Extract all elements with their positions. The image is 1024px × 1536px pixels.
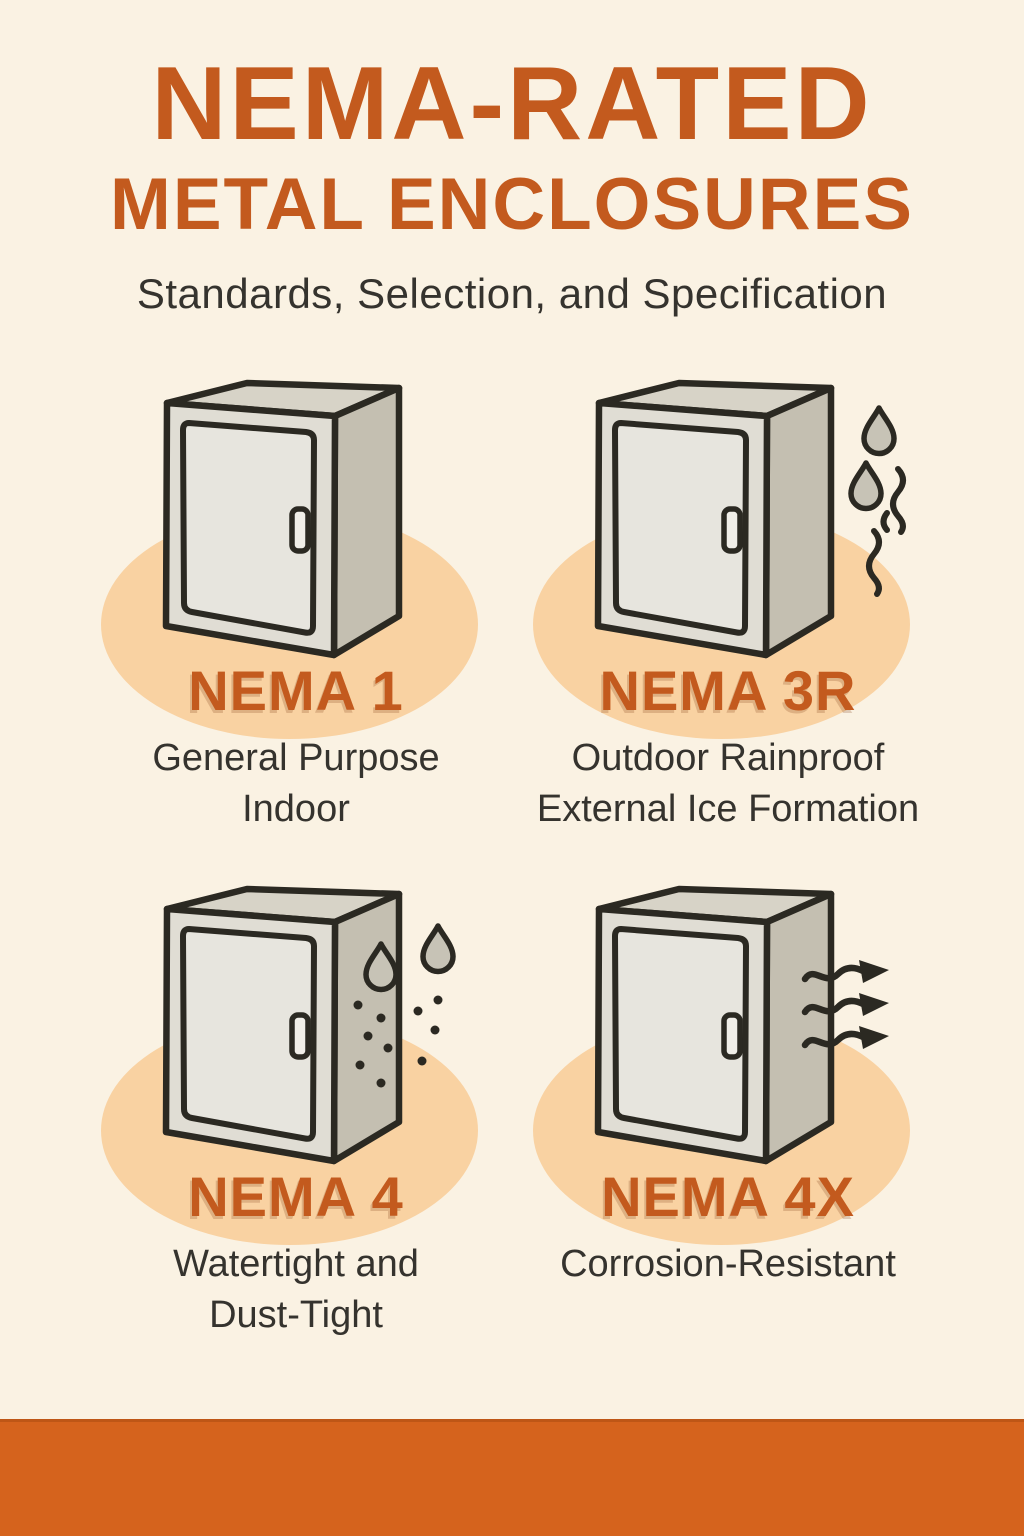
scene-nema-1 — [81, 377, 511, 740]
enclosure-grid: NEMA 1 General Purpose Indoor NEMA 3R — [0, 377, 1024, 1341]
ice-squiggle-icon — [893, 469, 903, 532]
nema-rating-label: NEMA 4X — [601, 1165, 855, 1228]
footer-bar — [0, 1419, 1024, 1536]
ice-squiggle-icon — [880, 510, 890, 534]
description-line: Dust-Tight — [209, 1293, 383, 1336]
metal-enclosure-cabinet-illustration — [81, 883, 511, 1183]
description-line: General Purpose — [152, 737, 440, 780]
scene-nema-4x — [513, 883, 943, 1245]
description-line: Indoor — [242, 788, 350, 831]
page-title-line-2: METAL ENCLOSURES — [110, 164, 914, 245]
card-nema-4x: NEMA 4X Corrosion-Resistant — [513, 883, 943, 1341]
description-line: Watertight and — [173, 1243, 419, 1285]
raindrop-icon — [864, 408, 894, 454]
nema-rating-label: NEMA 4 — [188, 1165, 404, 1228]
card-nema-1: NEMA 1 General Purpose Indoor — [81, 377, 511, 835]
description-line: Corrosion-Resistant — [560, 1243, 896, 1285]
scene-nema-4 — [81, 883, 511, 1245]
nema-rating-label: NEMA 1 — [188, 659, 404, 723]
nema-rating-description: General Purpose Indoor — [152, 733, 439, 835]
scene-nema-3r — [513, 377, 943, 740]
dust-dots-icon — [353, 995, 443, 1088]
ice-squiggle-icon — [869, 531, 879, 594]
card-nema-3r: NEMA 3R Outdoor Rainproof External Ice F… — [513, 377, 943, 835]
metal-enclosure-cabinet-illustration — [513, 883, 943, 1183]
description-line: Outdoor Rainproof — [571, 737, 885, 780]
raindrop-icon — [423, 926, 453, 972]
nema-rating-description: Outdoor Rainproof External Ice Formation — [537, 733, 919, 835]
page-title-line-1: NEMA-RATED — [151, 46, 873, 162]
description-line: External Ice Formation — [536, 788, 920, 831]
metal-enclosure-cabinet-illustration — [81, 377, 511, 677]
header: NEMA-RATED METAL ENCLOSURES Standards, S… — [0, 0, 1024, 317]
nema-rating-description: Corrosion-Resistant — [560, 1239, 896, 1290]
nema-rating-description: Watertight and Dust-Tight — [173, 1239, 419, 1341]
raindrop-icon — [851, 463, 881, 509]
nema-rating-label: NEMA 3R — [599, 659, 857, 723]
page-subtitle: Standards, Selection, and Specification — [136, 270, 888, 317]
card-nema-4: NEMA 4 Watertight and Dust-Tight — [81, 883, 511, 1341]
metal-enclosure-cabinet-illustration — [513, 377, 943, 677]
